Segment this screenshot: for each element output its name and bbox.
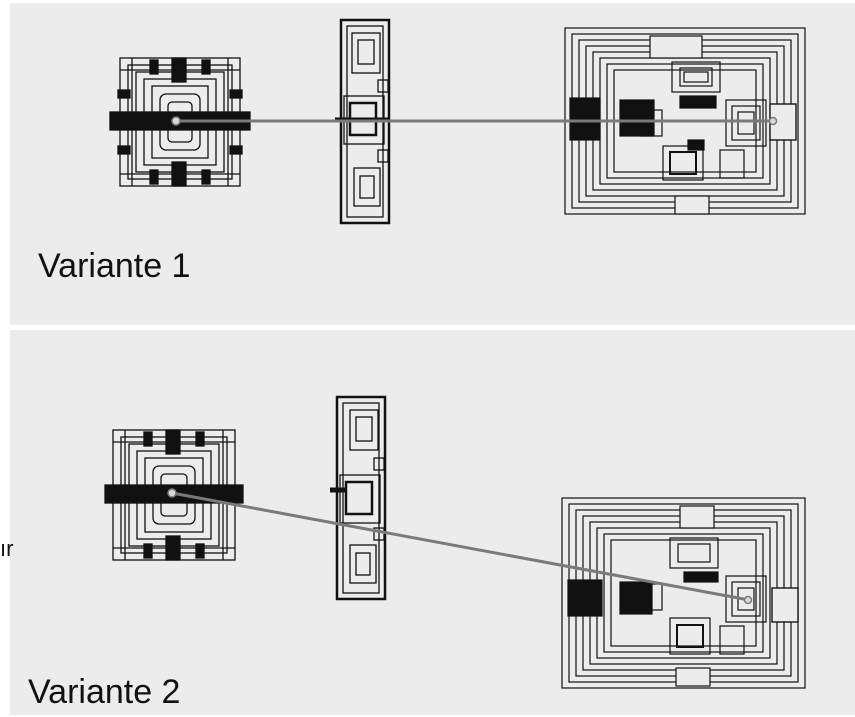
chip-large: [564, 27, 806, 215]
connector-end-dot: [768, 116, 778, 126]
connection-line-2: [171, 491, 750, 602]
variant-2-caption: Variante 2: [28, 673, 181, 711]
connector-start-dot: [171, 116, 181, 126]
chip-small: [109, 57, 251, 187]
variant-1-layout: [109, 18, 806, 225]
panel-separator: [0, 326, 855, 330]
connector-end-dot: [743, 595, 753, 605]
connector-start-dot: [167, 488, 177, 498]
variant-1-caption: Variante 1: [38, 247, 191, 285]
variant-2-layout: [104, 395, 806, 689]
chip-large: [561, 497, 806, 689]
chip-vertical: [330, 395, 387, 601]
cropped-edge-text: ır: [0, 536, 14, 561]
variant-1-panel: [10, 3, 855, 325]
